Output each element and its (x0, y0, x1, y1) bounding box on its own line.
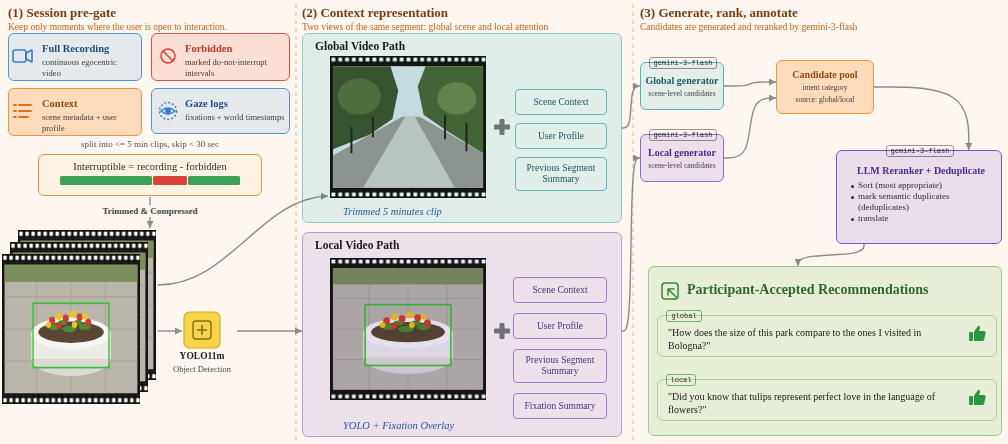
panel-caption: Trimmed 5 minutes clip (343, 205, 613, 218)
note: split into <= 5 min clips, skip < 30 sec (20, 139, 280, 150)
bullet-item: mark semantic duplicates (deduplicates) (849, 191, 993, 213)
step-label: Trimmed & Compressed (95, 205, 205, 217)
panel-title: Local Video Path (315, 238, 613, 252)
box-subtitle: marked do-not-interrupt intervals (185, 57, 285, 78)
box-title: Global generator (644, 75, 720, 87)
context-chip: Fixation Summary (513, 393, 607, 419)
box-subtitle: fixations + world timestamps (185, 112, 285, 123)
detector-node: YOLO11mObject Detection (167, 310, 237, 382)
box-subtitle: scene metadata + user profile (42, 112, 137, 133)
reranker-box: LLM Reranker + DeduplicateSort (most app… (836, 150, 1002, 244)
flow-connector (724, 98, 776, 158)
flow-arrow (158, 330, 182, 331)
flow-connector (622, 158, 640, 331)
clip-stack (2, 230, 156, 404)
model-tag: gemini-3-flash (649, 129, 717, 141)
context-chip: User Profile (515, 123, 607, 149)
section-heading: (1) Session pre-gate (8, 5, 293, 20)
section-subtitle: Candidates are generated and reranked by… (640, 21, 1002, 33)
path-panel: Local Video PathYOLO + Fixation Overlay S… (302, 232, 622, 437)
context-chip: Scene Context (515, 89, 607, 115)
flow-connector (874, 87, 969, 150)
node-title: YOLO11m (167, 351, 237, 362)
panel-title: Participant-Accepted Recommendations (687, 281, 993, 299)
panel-caption: YOLO + Fixation Overlay (343, 419, 613, 432)
section-subtitle: Two views of the same segment: global sc… (302, 21, 628, 33)
section-subtitle: Keep only moments where the user is open… (8, 21, 293, 33)
box-title: Candidate pool (780, 69, 870, 81)
bullet-dot (851, 196, 854, 199)
process-box: Interruptible = recording - forbidden (38, 154, 262, 196)
chip-text: Previous Segment Summary (518, 355, 602, 377)
detector-icon (184, 312, 220, 348)
flow-connector (622, 86, 640, 128)
generator-box: Local generatorscene-level candidatesgem… (640, 134, 724, 182)
section-heading: (3) Generate, rank, annotate (640, 5, 1002, 20)
box-subtitle: source: global/local (780, 95, 870, 105)
source-box: Gaze logs fixations + world timestamps (151, 88, 290, 134)
panel-title: Global Video Path (315, 39, 613, 53)
tag-text: local (670, 375, 692, 385)
tag-text: gemini-3-flash (653, 58, 713, 68)
box-title: Local generator (644, 147, 720, 159)
source-box: Forbidden marked do-not-interrupt interva… (151, 33, 290, 81)
bullet-item: Sort (most appropriate) (849, 180, 993, 191)
results-panel: Participant-Accepted Recommendations "How… (648, 266, 1002, 436)
context-chip: User Profile (513, 313, 607, 339)
source-tag: local (666, 374, 696, 386)
source-box: Context scene metadata + user profile (8, 88, 142, 136)
box-title: LLM Reranker + Deduplicate (849, 165, 993, 177)
context-chip: Previous Segment Summary (515, 157, 607, 191)
source-tag: global (666, 310, 702, 322)
chip-text: Scene Context (532, 285, 587, 296)
bullet-dot (851, 185, 854, 188)
chip-text: Scene Context (533, 97, 588, 108)
source-box: Full Recording continuous egocentric vide… (8, 33, 142, 81)
box-subtitle: scene-level candidates (644, 89, 720, 99)
flow-connector (798, 244, 864, 266)
box-title: Gaze logs (185, 97, 285, 110)
context-chip: Previous Segment Summary (513, 349, 607, 383)
quote-box: "How does the size of this park compare … (657, 315, 997, 357)
model-tag: gemini-3-flash (886, 145, 954, 157)
box-title: Forbidden (185, 42, 285, 55)
box-title: Context (42, 97, 137, 110)
section-heading: (2) Context representation (302, 5, 628, 20)
quote-text: "Did you know that tulips represent perf… (668, 391, 964, 416)
generator-box: Global generatorscene-level candidatesge… (640, 62, 724, 110)
model-tag: gemini-3-flash (649, 57, 717, 69)
tag-text: global (670, 311, 698, 321)
pool-box: Candidate pool intent category source: glo… (776, 60, 874, 114)
bullet-item: translate (849, 213, 993, 224)
bullet-dot (851, 218, 854, 221)
path-panel: Global Video PathTrimmed 5 minutes clip S… (302, 33, 622, 223)
box-title: Full Recording (42, 42, 137, 55)
quote-text: "How does the size of this park compare … (668, 327, 964, 352)
chip-text: Fixation Summary (525, 401, 596, 412)
box-subtitle: intent category (780, 83, 870, 93)
node-subtitle: Object Detection (167, 364, 237, 375)
tag-text: gemini-3-flash (890, 146, 950, 156)
box-subtitle: scene-level candidates (644, 161, 720, 171)
tag-text: gemini-3-flash (653, 130, 713, 140)
quote-box: "Did you know that tulips represent perf… (657, 379, 997, 421)
box-title: Interruptible = recording - forbidden (43, 160, 257, 173)
chip-text: User Profile (537, 321, 583, 332)
context-chip: Scene Context (513, 277, 607, 303)
flow-connector (724, 82, 776, 86)
chip-text: Previous Segment Summary (520, 163, 602, 185)
flow-connector (237, 330, 302, 331)
column-separator (296, 4, 633, 440)
box-subtitle: continuous egocentric video (42, 57, 137, 78)
chip-text: User Profile (538, 131, 584, 142)
